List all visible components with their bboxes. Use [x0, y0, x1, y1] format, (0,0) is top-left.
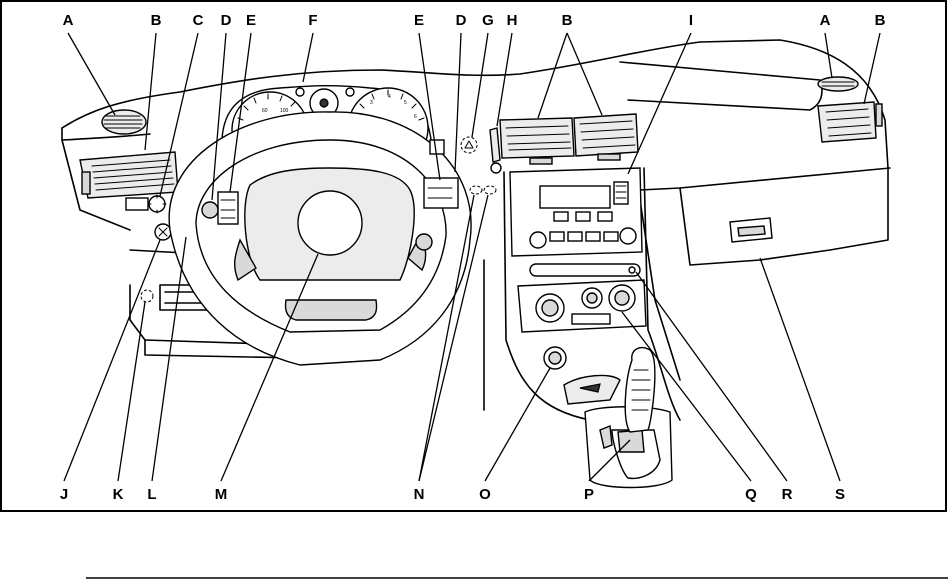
callout-label: I — [689, 12, 693, 29]
figure-frame — [0, 0, 947, 512]
control-n-left — [469, 185, 483, 195]
glove-box-s — [729, 217, 773, 243]
callout-label: J — [60, 486, 68, 503]
accessory-outlet-r — [529, 263, 641, 277]
callout-leaders — [63, 32, 881, 482]
headlamp-switch-c — [125, 194, 167, 214]
audio-system-i — [509, 167, 643, 257]
callout-label: K — [113, 486, 124, 503]
svg-text:60: 60 — [262, 108, 268, 114]
callout-label: A — [63, 12, 74, 29]
left-side-vent-a — [101, 109, 147, 135]
center-stack-trim — [483, 167, 681, 421]
callout-label: P — [584, 486, 594, 503]
shift-lever-p — [563, 346, 673, 489]
callout-label: H — [507, 12, 518, 29]
left-vent-b — [79, 151, 179, 199]
callout-label: E — [414, 12, 424, 29]
callout-label: Q — [745, 486, 757, 503]
callout-label: L — [147, 486, 156, 503]
svg-text:6: 6 — [414, 114, 417, 120]
center-vents-b — [499, 113, 639, 165]
bottom-callout-labels: J K L M N O P Q R S — [60, 486, 845, 503]
hazard-button-g — [460, 136, 478, 154]
callout-label: B — [151, 12, 162, 29]
callout-label: R — [782, 486, 793, 503]
trunk-release-h — [489, 127, 502, 174]
power-outlet-o — [543, 346, 567, 370]
callout-label: B — [562, 12, 573, 29]
climate-controls-q — [517, 279, 647, 333]
top-callout-labels: A B C D E F E D G H B I A B — [63, 12, 886, 29]
steering-wheel — [168, 111, 472, 366]
control-n-right — [483, 185, 497, 195]
right-vent-b — [817, 101, 883, 143]
callout-label: B — [875, 12, 886, 29]
callout-label: E — [246, 12, 256, 29]
callout-label: O — [479, 486, 491, 503]
callout-label: C — [193, 12, 204, 29]
svg-text:4: 4 — [388, 94, 391, 100]
fog-lamp-button-j — [154, 223, 172, 241]
svg-text:100: 100 — [280, 108, 289, 114]
callout-label: N — [414, 486, 425, 503]
callout-label: S — [835, 486, 845, 503]
callout-label: D — [456, 12, 467, 29]
callout-label: G — [482, 12, 494, 29]
callout-label: A — [820, 12, 831, 29]
hood-release-k — [140, 289, 154, 303]
svg-text:3: 3 — [370, 100, 373, 106]
callout-label: D — [221, 12, 232, 29]
callout-label: F — [308, 12, 317, 29]
right-side-vent-a — [817, 76, 859, 92]
svg-text:5: 5 — [404, 100, 407, 106]
callout-label: M — [215, 486, 228, 503]
